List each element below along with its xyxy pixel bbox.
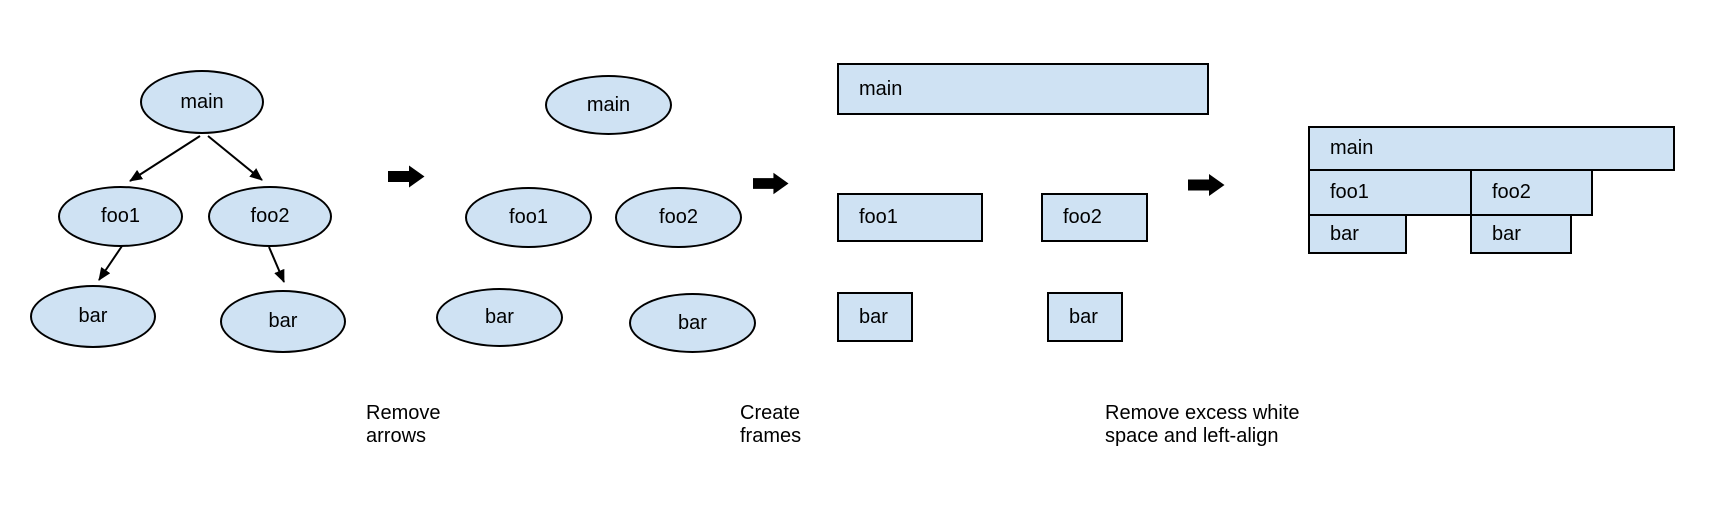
node-label: foo1 xyxy=(859,206,898,228)
flame-rect-bar-right: bar xyxy=(1470,214,1572,254)
node-label: bar xyxy=(485,306,514,328)
step-3-right-arrow-icon xyxy=(1188,174,1225,196)
flame-rect-main: main xyxy=(1308,126,1675,171)
node-label: main xyxy=(180,90,224,113)
noarrows-node-foo1: foo1 xyxy=(465,187,592,248)
frames-rect-bar-left: bar xyxy=(837,292,913,342)
node-label: foo2 xyxy=(250,205,290,227)
node-label: bar xyxy=(1069,305,1098,328)
flame-rect-foo2: foo2 xyxy=(1470,169,1593,216)
node-label: foo2 xyxy=(1492,181,1531,203)
node-label: foo2 xyxy=(659,206,698,228)
node-label: bar xyxy=(859,305,888,328)
flame-rect-foo1: foo1 xyxy=(1308,169,1472,216)
node-label: main xyxy=(1330,137,1374,159)
caption-create-frames: Create frames xyxy=(740,402,802,447)
tree-node-foo2: foo2 xyxy=(208,186,332,247)
edge-main-foo1-arrow xyxy=(129,135,201,182)
edge-main-foo2-arrow xyxy=(207,135,263,181)
frames-rect-foo1: foo1 xyxy=(837,193,983,242)
noarrows-node-bar-left: bar xyxy=(436,288,563,347)
node-label: bar xyxy=(1492,222,1521,245)
tree-node-foo1: foo1 xyxy=(58,186,183,247)
step-1-right-arrow-icon xyxy=(388,165,425,188)
frames-rect-main: main xyxy=(837,63,1209,115)
edge-foo2-bar-arrow xyxy=(268,246,285,283)
noarrows-node-foo2: foo2 xyxy=(615,187,742,248)
step-2-right-arrow-icon xyxy=(753,172,789,195)
noarrows-node-bar-right: bar xyxy=(629,293,756,353)
edge-foo1-bar-arrow xyxy=(98,245,123,281)
noarrows-node-main: main xyxy=(545,75,672,135)
node-label: bar xyxy=(268,310,298,332)
tree-node-bar-left: bar xyxy=(30,285,156,348)
node-label: foo1 xyxy=(509,206,548,228)
caption-remove-arrows: Remove arrows xyxy=(366,402,441,447)
node-label: foo2 xyxy=(1063,206,1102,228)
node-label: bar xyxy=(78,305,108,327)
node-label: foo1 xyxy=(1330,181,1369,203)
node-label: main xyxy=(586,93,631,116)
caption-remove-whitespace: Remove excess white space and left-align xyxy=(1105,402,1300,447)
node-label: main xyxy=(859,77,903,100)
node-label: bar xyxy=(678,311,707,334)
tree-node-bar-right: bar xyxy=(220,290,346,353)
flame-rect-bar-left: bar xyxy=(1308,214,1407,254)
tree-node-main: main xyxy=(140,70,264,134)
node-label: bar xyxy=(1330,222,1359,245)
frames-rect-bar-right: bar xyxy=(1047,292,1123,342)
frames-rect-foo2: foo2 xyxy=(1041,193,1148,242)
node-label: foo1 xyxy=(101,205,140,227)
